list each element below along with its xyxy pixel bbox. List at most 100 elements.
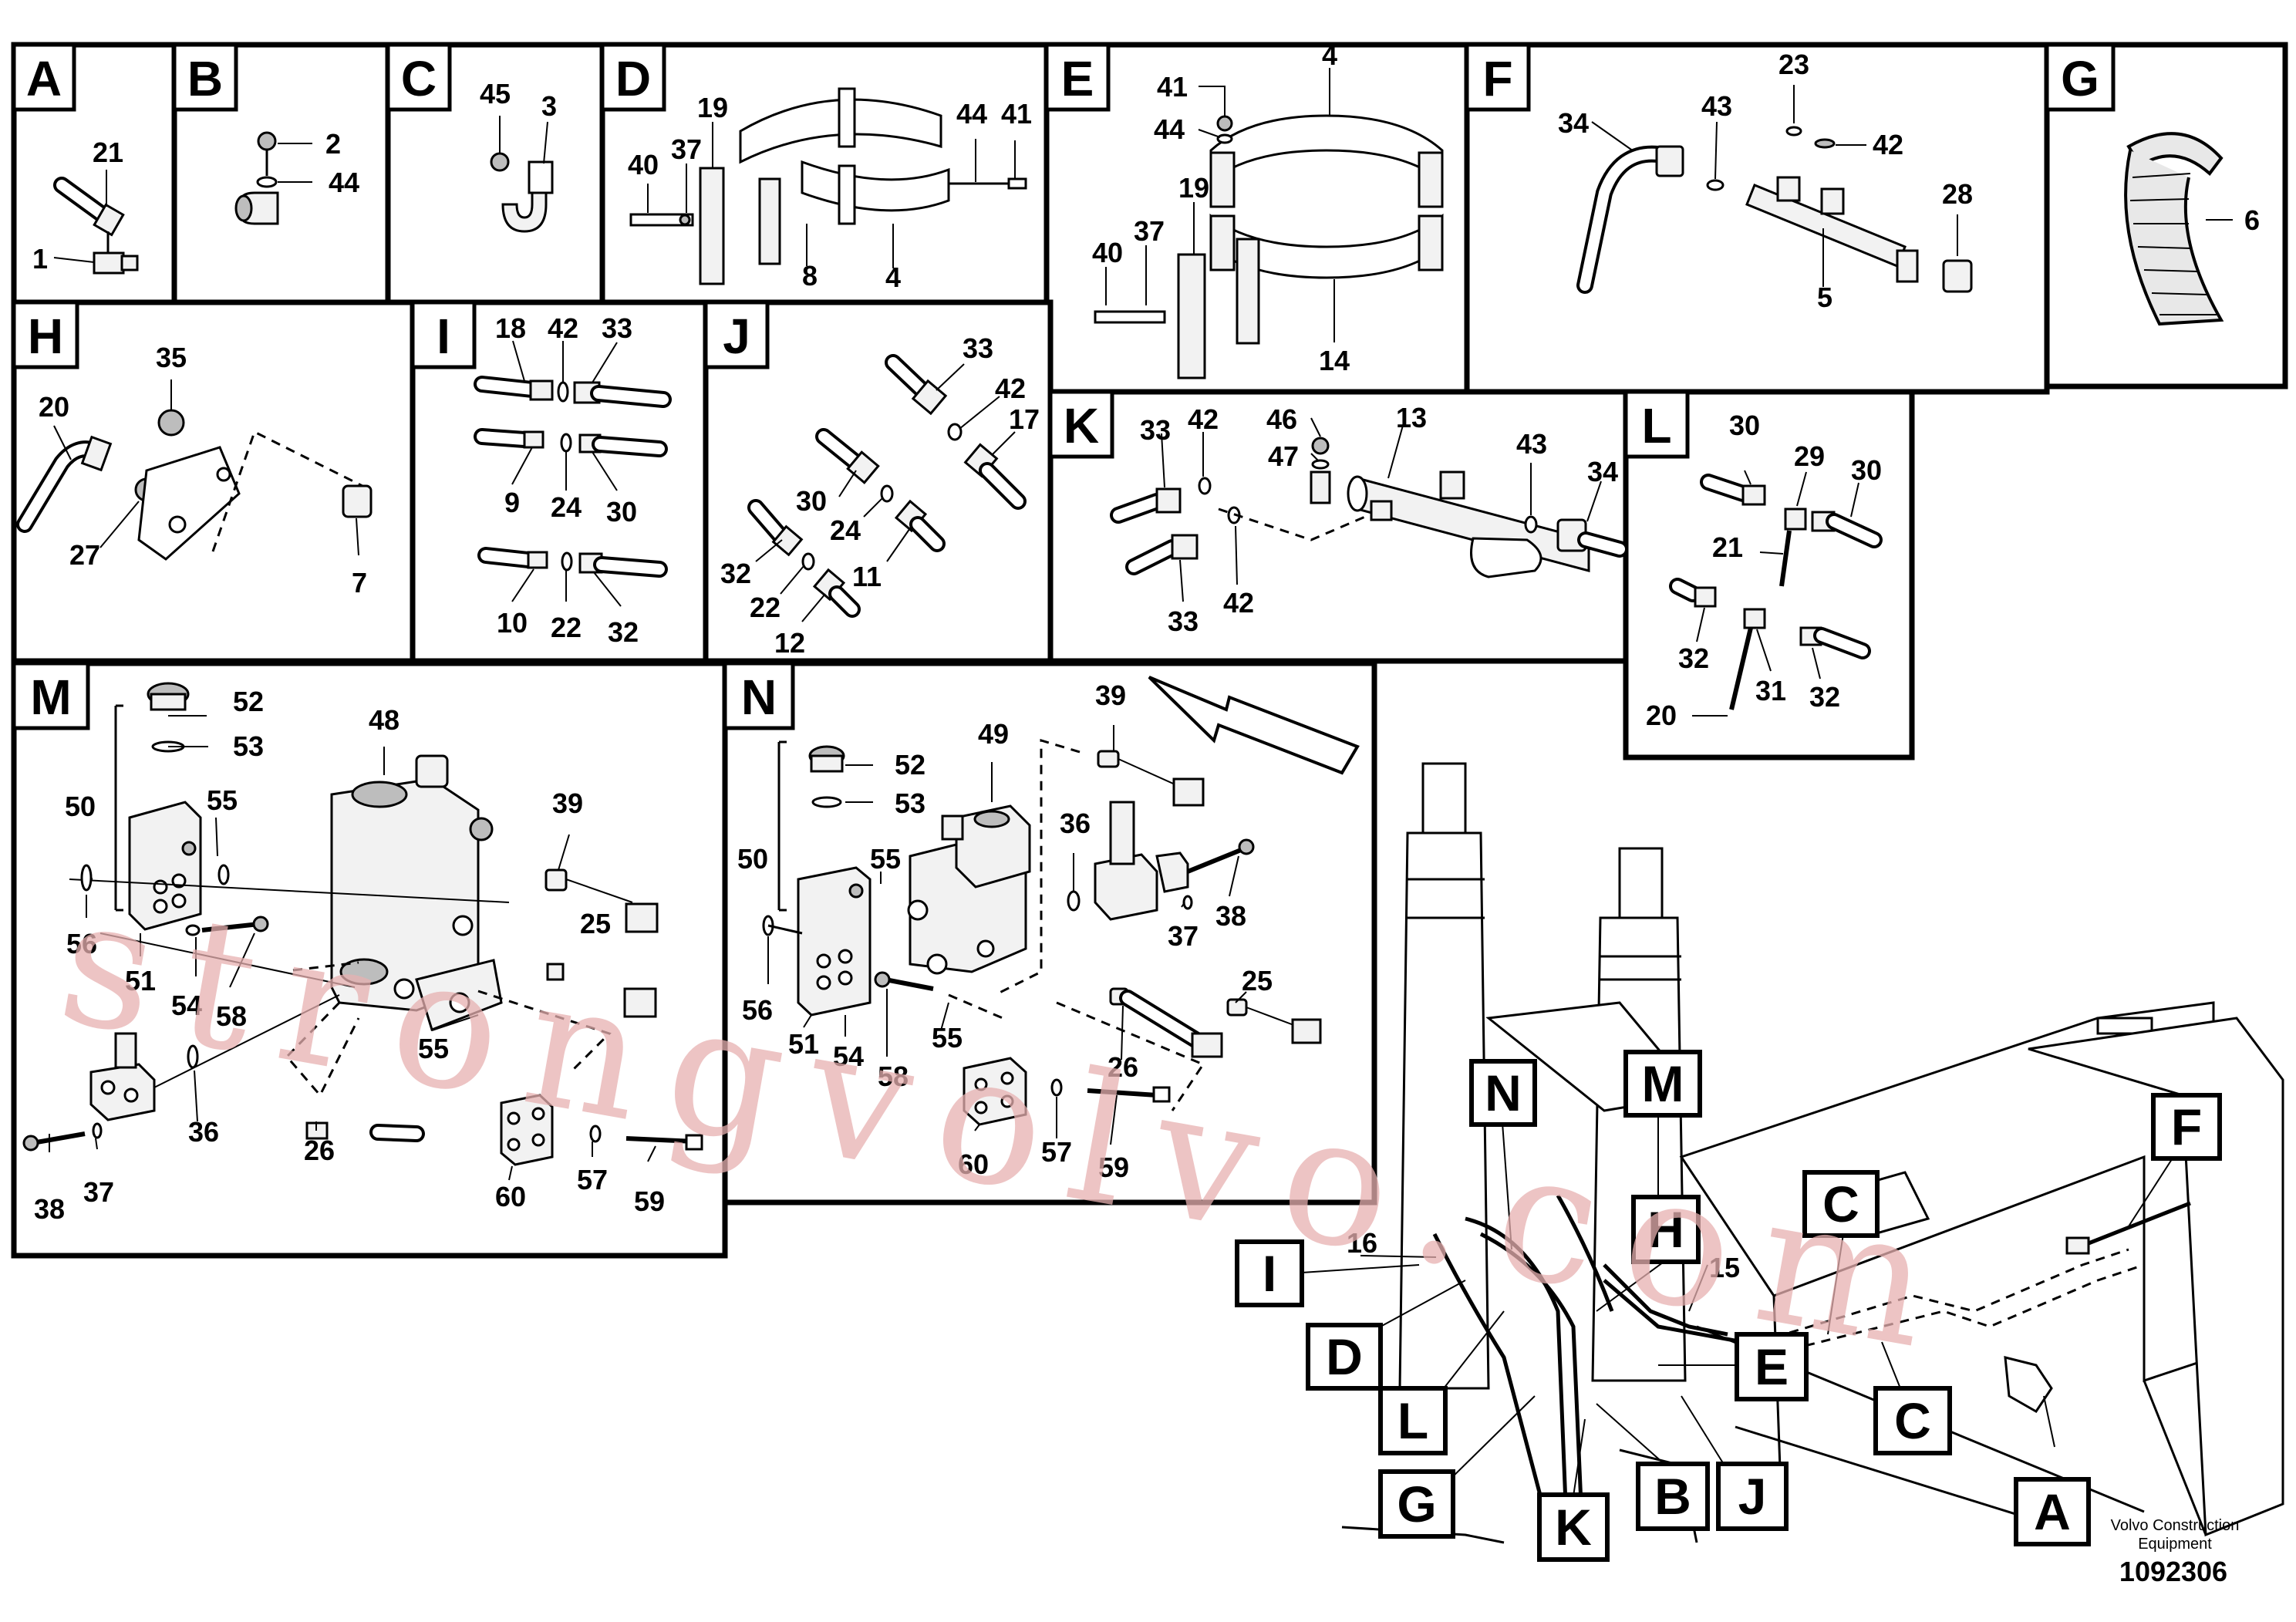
svg-text:K: K	[1064, 398, 1099, 454]
svg-text:19: 19	[697, 92, 728, 123]
svg-text:57: 57	[577, 1164, 608, 1195]
callout-c-lower: C	[1873, 1386, 1952, 1455]
svg-text:3: 3	[541, 90, 557, 122]
svg-text:31: 31	[1755, 675, 1786, 706]
svg-text:C: C	[1894, 1392, 1931, 1449]
svg-text:25: 25	[1242, 965, 1273, 996]
panel-letter-I: I	[410, 300, 477, 369]
svg-text:60: 60	[495, 1181, 526, 1212]
svg-text:57: 57	[1041, 1136, 1072, 1168]
svg-text:33: 33	[1168, 605, 1199, 637]
callout-a: A	[2014, 1477, 2091, 1546]
panel-b-numbers: 2 44	[325, 128, 359, 198]
svg-text:32: 32	[720, 558, 751, 589]
brand-line-2: Equipment	[2138, 1536, 2212, 1553]
svg-text:32: 32	[1678, 642, 1709, 674]
panel-letter-D: D	[600, 42, 666, 112]
svg-text:55: 55	[418, 1033, 449, 1064]
svg-text:36: 36	[1060, 808, 1091, 839]
svg-text:C: C	[401, 51, 437, 106]
callout-m: M	[1623, 1050, 1702, 1118]
brand-line-1: Volvo Construction	[2111, 1517, 2240, 1534]
panel-a-numbers: 21 1	[32, 137, 123, 275]
svg-text:J: J	[1738, 1468, 1767, 1525]
callout-b: B	[1636, 1462, 1710, 1531]
svg-text:12: 12	[774, 627, 805, 659]
svg-text:50: 50	[737, 843, 768, 875]
svg-text:10: 10	[497, 607, 528, 639]
panel-i-drawing	[474, 340, 672, 607]
panel-h-drawing	[16, 379, 373, 561]
svg-text:55: 55	[207, 784, 238, 816]
panel-n-numbers: 39 49 52 53 36 50 55 38 37 25 56 51 54 5…	[737, 679, 1273, 1183]
svg-text:54: 54	[171, 990, 202, 1021]
svg-text:L: L	[1397, 1392, 1428, 1449]
svg-text:53: 53	[895, 787, 925, 819]
svg-text:40: 40	[628, 149, 659, 180]
svg-text:25: 25	[580, 908, 611, 939]
callout-d: D	[1306, 1323, 1383, 1391]
panel-letter-B: B	[172, 42, 238, 112]
panel-letter-E: E	[1044, 42, 1111, 112]
panel-letter-L: L	[1623, 389, 1690, 459]
svg-text:35: 35	[156, 342, 187, 373]
svg-text:26: 26	[304, 1135, 335, 1166]
svg-text:27: 27	[69, 539, 100, 571]
panel-letter-C: C	[386, 42, 452, 112]
svg-text:43: 43	[1516, 428, 1547, 460]
panel-letter-M: M	[12, 661, 90, 730]
callout-j: J	[1716, 1462, 1789, 1531]
svg-text:37: 37	[1134, 215, 1165, 247]
svg-text:33: 33	[963, 332, 993, 364]
svg-text:42: 42	[1873, 129, 1903, 160]
svg-text:42: 42	[995, 373, 1026, 404]
svg-text:H: H	[28, 309, 63, 364]
callout-n: N	[1469, 1059, 1537, 1127]
overview-numbers: 16 15	[1347, 1227, 1740, 1283]
svg-text:5: 5	[1817, 282, 1832, 313]
panel-a-drawing	[53, 170, 139, 275]
callout-c-upper: C	[1802, 1170, 1880, 1238]
svg-text:49: 49	[978, 718, 1009, 750]
svg-text:33: 33	[602, 312, 632, 344]
callout-h: H	[1631, 1195, 1701, 1264]
svg-text:55: 55	[932, 1022, 963, 1054]
svg-text:30: 30	[796, 485, 827, 517]
svg-text:37: 37	[671, 133, 702, 165]
svg-text:42: 42	[548, 312, 578, 344]
panel-i-numbers: 18 42 33 9 24 30 10 22 32	[495, 312, 639, 648]
svg-text:40: 40	[1092, 237, 1123, 268]
svg-text:M: M	[1642, 1055, 1684, 1112]
svg-text:52: 52	[233, 686, 264, 717]
panel-k-numbers: 46 13 33 42 47 43 34 33 42	[1140, 402, 1618, 637]
svg-text:A: A	[26, 51, 62, 106]
svg-text:21: 21	[93, 137, 123, 168]
svg-text:E: E	[1061, 51, 1094, 106]
footer: Volvo Construction Equipment 1092306	[2111, 1517, 2240, 1587]
svg-text:36: 36	[188, 1116, 219, 1148]
svg-text:45: 45	[480, 78, 511, 110]
svg-text:4: 4	[885, 261, 901, 293]
callout-g: G	[1378, 1469, 1455, 1539]
svg-text:44: 44	[329, 167, 359, 198]
panel-d-drawing	[629, 87, 1027, 285]
svg-text:43: 43	[1701, 90, 1732, 122]
panel-m-numbers: 52 53 48 50 55 39 56 51 54 58 25 55 36 2…	[34, 686, 665, 1225]
panel-h-numbers: 35 20 27 7	[39, 342, 367, 599]
svg-text:N: N	[741, 669, 777, 725]
svg-text:39: 39	[552, 787, 583, 819]
svg-text:44: 44	[1154, 113, 1185, 145]
callout-k: K	[1537, 1492, 1610, 1562]
svg-text:B: B	[187, 51, 223, 106]
svg-text:24: 24	[551, 491, 582, 523]
panel-e-drawing	[1094, 68, 1444, 379]
panel-l-numbers: 30 29 30 21 32 31 32 20	[1646, 410, 1882, 731]
svg-text:59: 59	[1098, 1152, 1129, 1183]
svg-text:41: 41	[1001, 98, 1032, 130]
svg-text:18: 18	[495, 312, 526, 344]
callout-i: I	[1235, 1239, 1304, 1307]
svg-text:K: K	[1555, 1499, 1592, 1556]
callout-l: L	[1378, 1386, 1448, 1455]
svg-text:38: 38	[1215, 900, 1246, 932]
svg-text:14: 14	[1319, 345, 1350, 376]
